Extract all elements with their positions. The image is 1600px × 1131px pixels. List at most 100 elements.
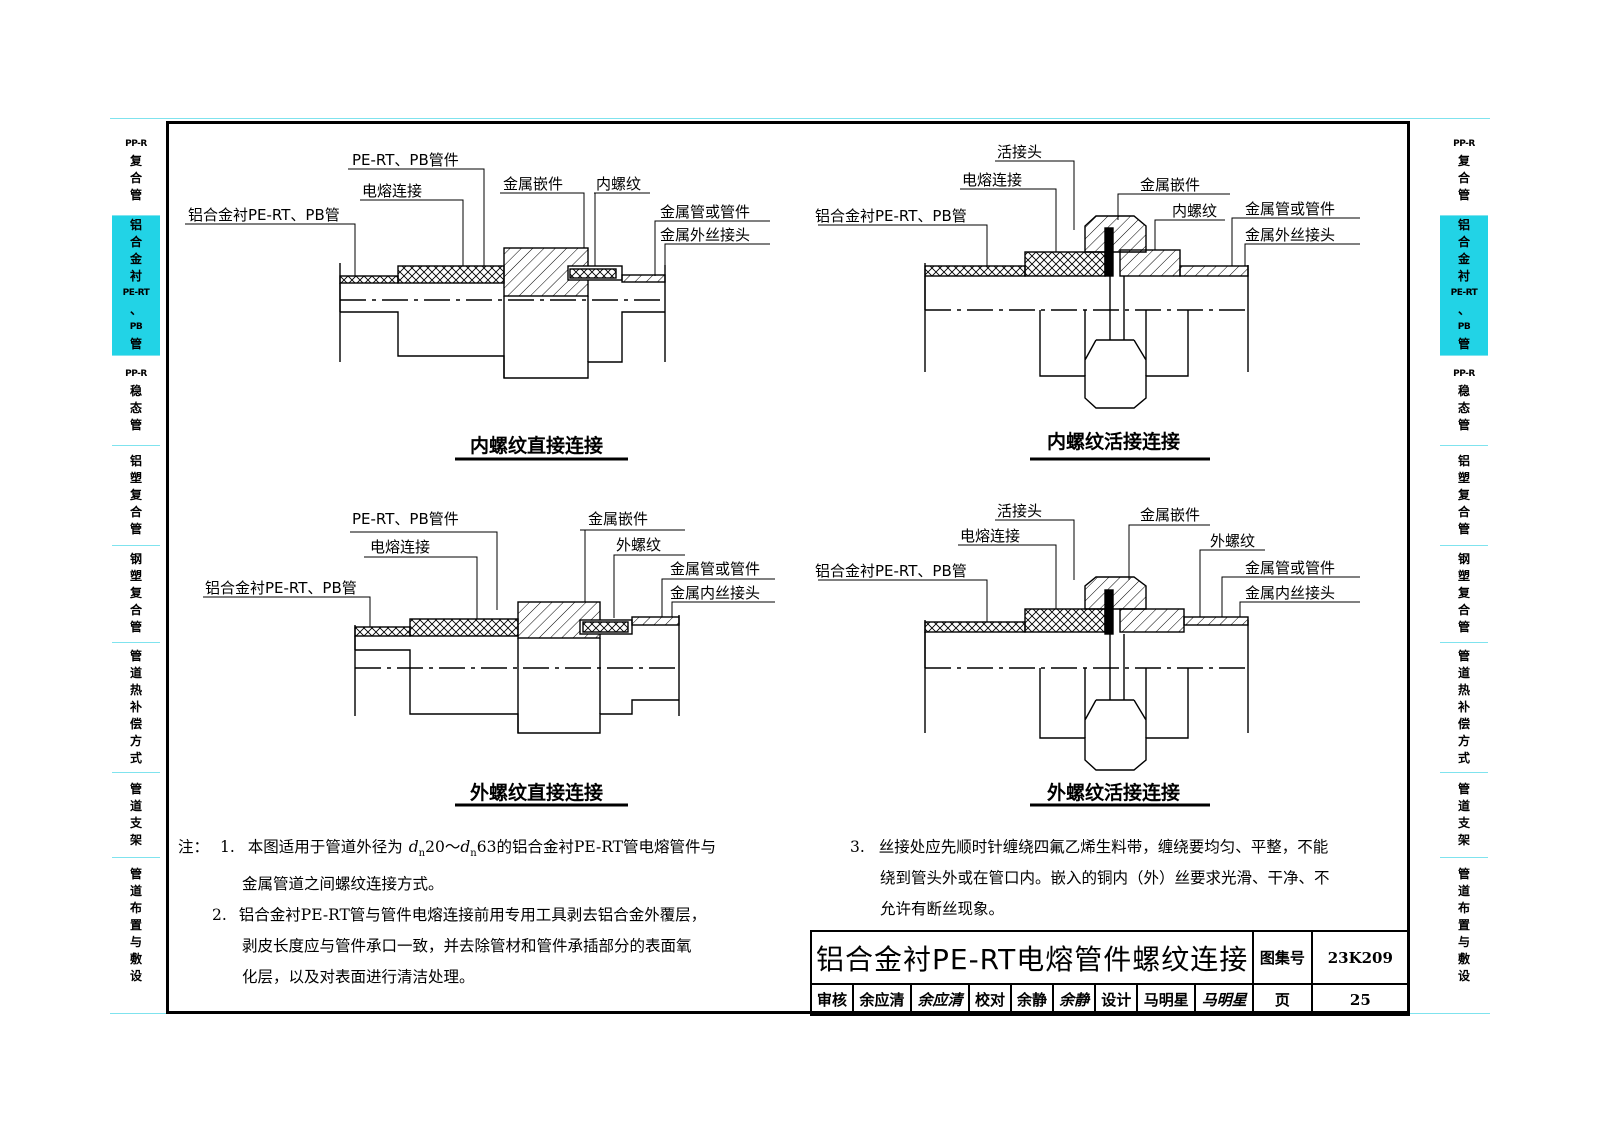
right-tab-3[interactable]: 铝塑复合管 <box>1440 445 1488 545</box>
left-tab-2-char: 稳 <box>129 384 142 398</box>
left-tab-4[interactable]: 钢塑复合管 <box>112 545 160 642</box>
right-tab-divider <box>1440 355 1488 356</box>
right-tab-5-char: 热 <box>1457 682 1470 697</box>
right-tab-2-char: 稳 <box>1457 384 1470 398</box>
left-tab-7-char: 置 <box>129 917 142 932</box>
note-2-number: 2. <box>212 906 227 925</box>
right-tab-6[interactable]: 管道支架 <box>1440 772 1488 857</box>
diagram-external-thread-union <box>818 519 1360 807</box>
drawing-title: 铝合金衬PE-RT电熔管件螺纹连接 <box>809 930 1255 985</box>
note-2-line-1: 2.铝合金衬PE-RT管与管件电熔连接前用专用工具剥去铝合金外覆层， <box>178 900 716 931</box>
left-tab-6-char: 道 <box>129 798 142 813</box>
left-tab-0-char: 合 <box>129 170 142 185</box>
left-tab-3-char: 铝 <box>129 453 142 468</box>
left-tab-1-char: 管 <box>129 337 142 351</box>
left-tab-1-char: 衬 <box>129 269 142 283</box>
left-tab-2-char: 态 <box>129 401 142 415</box>
right-tab-5-char: 补 <box>1457 699 1470 714</box>
left-tab-4-char: 钢 <box>129 552 142 566</box>
right-tab-5-char: 道 <box>1457 665 1470 680</box>
left-tab-5-char: 补 <box>129 699 142 714</box>
left-tab-7-char: 敷 <box>129 951 142 966</box>
right-tab-5-char: 式 <box>1457 750 1470 765</box>
right-tab-0-char: 合 <box>1457 170 1470 185</box>
diagram-internal-thread-direct <box>185 168 770 461</box>
left-tab-2-char: 管 <box>129 418 142 432</box>
left-tab-7-char: 道 <box>129 883 142 898</box>
left-tab-7[interactable]: 管道布置与敷设 <box>112 857 160 993</box>
note-3-line-2: 绕到管头外或在管口内。嵌入的铜内（外）丝要求光滑、干净、不 <box>850 863 1330 894</box>
left-tab-5-char: 偿 <box>129 716 142 731</box>
label-al-pipe: 铝合金衬PE-RT、PB管 <box>205 579 357 597</box>
note-3-line-3: 允许有断丝现象。 <box>850 894 1330 925</box>
checker-signature: 余静 <box>1052 983 1097 1016</box>
label-female-adapter: 金属内丝接头 <box>1245 584 1335 602</box>
reviewer-signature: 余应清 <box>910 983 970 1016</box>
right-tab-7[interactable]: 管道布置与敷设 <box>1440 857 1488 993</box>
note-3-text-c: 允许有断丝现象。 <box>880 900 1005 918</box>
left-tab-2[interactable]: PP-R 稳态管 <box>112 355 160 445</box>
label-female-adapter: 金属内丝接头 <box>670 584 760 602</box>
left-tab-3[interactable]: 铝塑复合管 <box>112 445 160 545</box>
right-tab-4[interactable]: 钢塑复合管 <box>1440 545 1488 642</box>
label-pe-fitting: PE-RT、PB管件 <box>352 510 459 528</box>
label-male-adapter: 金属外丝接头 <box>1245 226 1335 244</box>
reviewer-name: 余应清 <box>852 983 912 1016</box>
note-3-text-a: 丝接处应先顺时针缠绕四氟乙烯生料带，缠绕要均匀、平整，不能 <box>878 838 1329 856</box>
right-tab-7-char: 敷 <box>1457 951 1470 966</box>
left-tab-5[interactable]: 管道热补偿方式 <box>112 642 160 772</box>
note-1-line-2: 金属管道之间螺纹连接方式。 <box>178 869 716 900</box>
left-tab-2-char: PP-R <box>125 369 147 379</box>
left-tab-5-char: 热 <box>129 682 142 697</box>
note-2-text-c: 化层，以及对表面进行清洁处理。 <box>242 968 475 987</box>
caption-internal-thread-union: 内螺纹活接连接 <box>1047 430 1180 453</box>
left-tab-6-char: 支 <box>129 815 142 830</box>
label-union: 活接头 <box>997 143 1042 161</box>
left-tab-6[interactable]: 管道支架 <box>112 772 160 857</box>
label-male-adapter: 金属外丝接头 <box>660 226 750 244</box>
right-tab-3-char: 管 <box>1457 521 1470 536</box>
right-tab-1-char: 、 <box>1457 303 1470 317</box>
left-tab-4-char: 复 <box>129 586 142 600</box>
label-metal-pipe: 金属管或管件 <box>1245 559 1335 577</box>
left-tab-5-char: 式 <box>129 750 142 765</box>
designer-name: 马明星 <box>1136 983 1197 1016</box>
left-tab-4-char: 管 <box>129 620 142 634</box>
diagram-1-labels: PE-RT、PB管件 电熔连接 铝合金衬PE-RT、PB管 金属嵌件 内螺纹 金… <box>188 151 750 457</box>
left-tab-6-char: 管 <box>129 781 142 796</box>
right-tab-5[interactable]: 管道热补偿方式 <box>1440 642 1488 772</box>
right-tab-divider <box>1440 772 1488 773</box>
right-tab-5-char: 偿 <box>1457 716 1470 731</box>
right-tab-0-char: 管 <box>1457 187 1470 202</box>
left-tab-5-char: 方 <box>129 733 142 748</box>
left-tab-1-char: 铝 <box>129 218 142 232</box>
left-tab-3-char: 塑 <box>129 470 142 485</box>
diagram-2-labels: 活接头 电熔连接 铝合金衬PE-RT、PB管 金属嵌件 内螺纹 金属管或管件 金… <box>815 143 1335 453</box>
right-tab-1-char: PB <box>1457 322 1471 332</box>
diagram-4-labels: 活接头 电熔连接 铝合金衬PE-RT、PB管 金属嵌件 外螺纹 金属管或管件 金… <box>815 502 1335 804</box>
page-number: 25 <box>1310 983 1411 1016</box>
right-tab-6-char: 支 <box>1457 815 1470 830</box>
left-tab-0-char: 复 <box>129 153 142 168</box>
right-tab-1-char: PE-RT <box>1450 288 1478 298</box>
left-tab-divider <box>112 445 160 446</box>
caption-internal-thread-direct: 内螺纹直接连接 <box>470 434 603 457</box>
review-label: 审核 <box>809 983 855 1016</box>
label-metal-insert: 金属嵌件 <box>1140 176 1200 194</box>
note-1-dn-subscript-2: n <box>470 848 477 860</box>
label-electrofusion: 电熔连接 <box>362 182 422 200</box>
right-tab-6-char: 架 <box>1457 832 1470 847</box>
right-tab-1-char: 合 <box>1457 235 1470 249</box>
caption-external-thread-direct: 外螺纹直接连接 <box>470 781 603 804</box>
right-tab-7-char: 设 <box>1457 968 1470 983</box>
left-tab-divider <box>112 857 160 858</box>
note-3-text-b: 绕到管头外或在管口内。嵌入的铜内（外）丝要求光滑、干净、不 <box>880 869 1330 887</box>
right-tab-0-char: PP-R <box>1453 138 1475 149</box>
